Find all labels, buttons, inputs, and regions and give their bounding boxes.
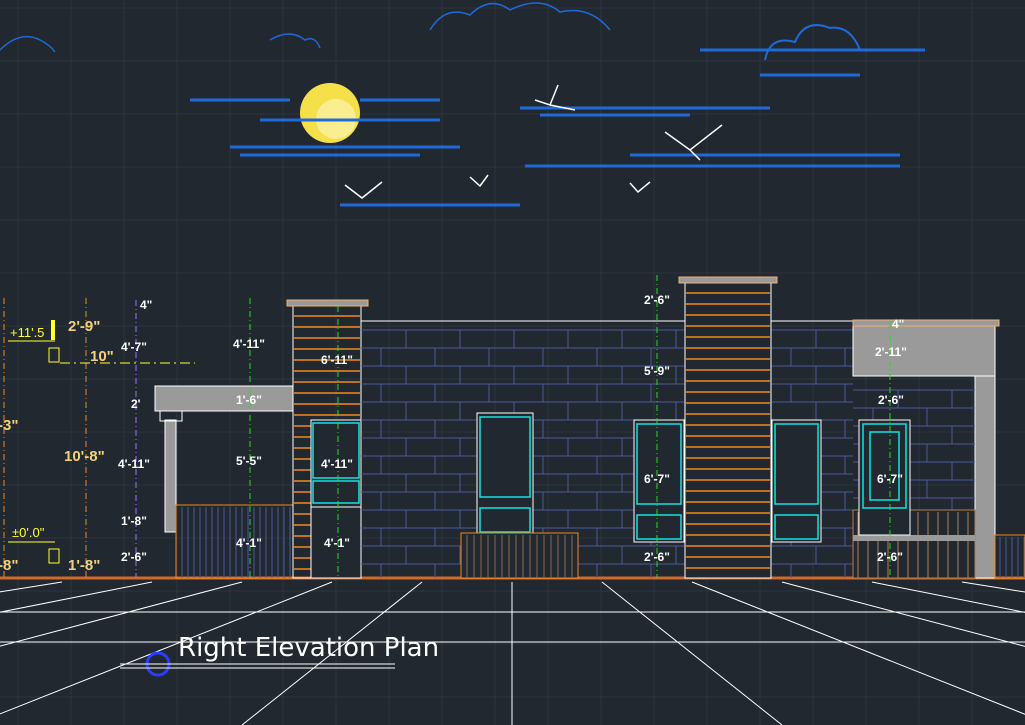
floor-line bbox=[961, 581, 1025, 593]
bird-icon bbox=[629, 181, 651, 194]
window-pane bbox=[312, 480, 360, 504]
porch-beam bbox=[154, 385, 294, 412]
cloud-icon bbox=[429, 2, 611, 31]
drawing-title: Right Elevation Plan bbox=[178, 633, 439, 663]
dim-label: 2'-6" bbox=[878, 393, 904, 407]
window-pane bbox=[636, 423, 682, 505]
window-pane bbox=[479, 507, 531, 533]
dim-label: 2'-9" bbox=[68, 318, 100, 335]
dim-label: 1'-6" bbox=[236, 393, 262, 407]
door bbox=[310, 506, 362, 579]
floor-line bbox=[241, 581, 423, 725]
right-cap bbox=[852, 319, 1000, 327]
bird-icon bbox=[534, 84, 576, 111]
railing-band bbox=[853, 535, 975, 541]
dim-label: 6'-7" bbox=[877, 472, 903, 486]
perspective-floor bbox=[0, 576, 1025, 725]
dim-label: 2'-6" bbox=[121, 550, 147, 564]
tower-cap bbox=[678, 276, 778, 284]
birds bbox=[344, 84, 723, 199]
floor-line bbox=[601, 581, 783, 725]
floor-line bbox=[0, 581, 243, 647]
tower-cap bbox=[286, 299, 369, 307]
window-pane bbox=[479, 416, 531, 498]
clouds bbox=[0, 2, 861, 61]
window-pane bbox=[862, 423, 907, 509]
sky-streaks bbox=[190, 48, 925, 207]
dim-label: 10" bbox=[90, 348, 114, 365]
window-pane bbox=[869, 431, 900, 501]
dim-label: 2'-6" bbox=[644, 550, 670, 564]
level-flag bbox=[51, 320, 55, 340]
sky-decoration bbox=[300, 83, 360, 143]
title-block: Right Elevation Plan bbox=[120, 633, 439, 677]
dim-label: 4'-11" bbox=[321, 457, 353, 471]
dim-label: 4" bbox=[892, 317, 904, 331]
building-elevation bbox=[3, 275, 1025, 579]
floor-line bbox=[0, 581, 153, 613]
window-frame bbox=[858, 419, 911, 536]
porch-column bbox=[164, 419, 177, 533]
dim-label: 2'-6" bbox=[877, 550, 903, 564]
window-pane bbox=[312, 422, 360, 479]
floor-line bbox=[871, 581, 1025, 613]
dim-label: 1'-8" bbox=[68, 557, 100, 574]
window-frame bbox=[476, 412, 534, 536]
floor-line bbox=[781, 581, 1025, 647]
bird-icon bbox=[469, 174, 489, 188]
level-marker-ground: ±0'.0" bbox=[12, 525, 45, 540]
bird-icon bbox=[344, 181, 383, 199]
dim-label: -3" bbox=[0, 417, 18, 434]
dim-label: 10'-8" bbox=[64, 448, 105, 465]
window-frame bbox=[633, 419, 685, 543]
dim-label: 5'-5" bbox=[236, 454, 262, 468]
floor-line bbox=[691, 581, 1025, 715]
floor-line bbox=[0, 581, 63, 593]
window-pane bbox=[774, 514, 819, 540]
level-marker-icon bbox=[48, 548, 60, 564]
level-marker-icon bbox=[48, 347, 60, 363]
right-pillar bbox=[974, 375, 996, 579]
window-pane bbox=[636, 514, 682, 540]
dim-label: 6'-11" bbox=[321, 353, 353, 367]
dimension-labels: 2'-9" 10" 10'-8" 1'-8" -3" -8" +11'.5 ±0… bbox=[0, 293, 907, 574]
dim-label: 6'-7" bbox=[644, 472, 670, 486]
window-pane bbox=[774, 423, 819, 505]
dim-label: 1'-8" bbox=[121, 514, 147, 528]
dim-label: 2'-6" bbox=[644, 293, 670, 307]
dim-label: 5'-9" bbox=[644, 364, 670, 378]
dim-label: 4" bbox=[140, 298, 152, 312]
planter bbox=[460, 532, 579, 579]
dim-label: 4'-7" bbox=[121, 340, 147, 354]
dim-label: 4'-1" bbox=[236, 536, 262, 550]
cloud-icon bbox=[764, 24, 861, 61]
dim-label: -8" bbox=[0, 557, 18, 574]
window-frame bbox=[771, 419, 822, 543]
dim-label: 4'-11" bbox=[233, 337, 265, 351]
column-capital bbox=[159, 410, 183, 422]
bird-icon bbox=[664, 124, 723, 161]
dim-label: 4'-11" bbox=[118, 457, 150, 471]
dim-label: 2' bbox=[131, 397, 141, 411]
level-marker-top: +11'.5 bbox=[10, 325, 44, 340]
dim-label: 4'-1" bbox=[324, 536, 350, 550]
fence-panel bbox=[994, 534, 1025, 579]
cloud-icon bbox=[269, 33, 321, 49]
dim-label: 2'-11" bbox=[875, 345, 907, 359]
cloud-icon bbox=[0, 35, 56, 53]
center-tower bbox=[684, 282, 772, 579]
